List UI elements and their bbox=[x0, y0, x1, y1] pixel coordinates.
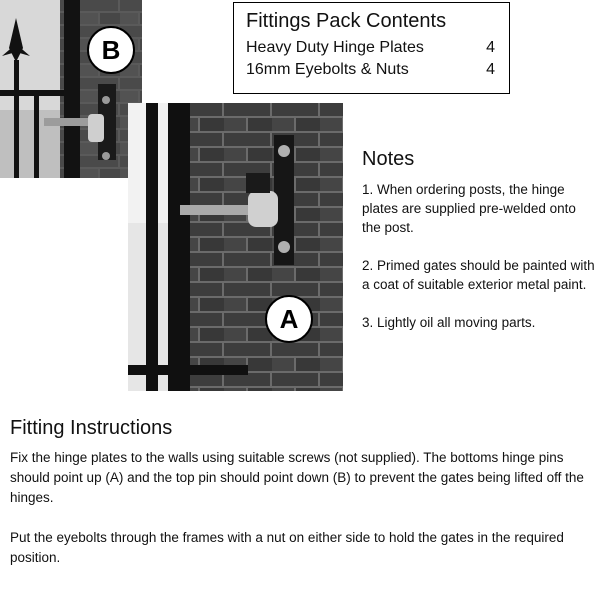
fitting-instructions-heading: Fitting Instructions bbox=[10, 417, 173, 439]
label-a-badge: A bbox=[265, 295, 313, 343]
fittings-item-row: 16mm Eyebolts & Nuts 4 bbox=[246, 59, 497, 81]
fittings-pack-box: Fittings Pack Contents Heavy Duty Hinge … bbox=[233, 2, 510, 94]
note-item: 3. Lightly oil all moving parts. bbox=[362, 315, 536, 330]
hinge-b-illustration bbox=[0, 0, 142, 178]
label-a-text: A bbox=[279, 303, 299, 334]
fittings-pack-title: Fittings Pack Contents bbox=[246, 10, 447, 32]
photo-hinge-b: B bbox=[0, 0, 142, 178]
fittings-item-qty: 4 bbox=[486, 39, 495, 56]
fittings-item-qty: 4 bbox=[486, 61, 495, 78]
note-item: 2. Primed gates should be painted with a… bbox=[362, 258, 595, 292]
notes-heading: Notes bbox=[362, 148, 415, 170]
photo-hinge-a: A bbox=[128, 103, 343, 391]
fittings-item-name: Heavy Duty Hinge Plates bbox=[246, 39, 424, 56]
label-b-badge: B bbox=[87, 26, 135, 74]
fitting-instructions-section: Fitting Instructions Fix the hinge plate… bbox=[10, 414, 595, 588]
instruction-paragraph: Fix the hinge plates to the walls using … bbox=[10, 450, 584, 505]
fittings-item-name: 16mm Eyebolts & Nuts bbox=[246, 61, 409, 78]
note-item: 1. When ordering posts, the hinge plates… bbox=[362, 182, 576, 235]
label-b-text: B bbox=[101, 34, 121, 65]
notes-section: Notes 1. When ordering posts, the hinge … bbox=[362, 146, 598, 351]
instruction-paragraph: Put the eyebolts through the frames with… bbox=[10, 530, 564, 565]
fittings-item-row: Heavy Duty Hinge Plates 4 bbox=[246, 37, 497, 59]
hinge-a-illustration bbox=[128, 103, 343, 391]
